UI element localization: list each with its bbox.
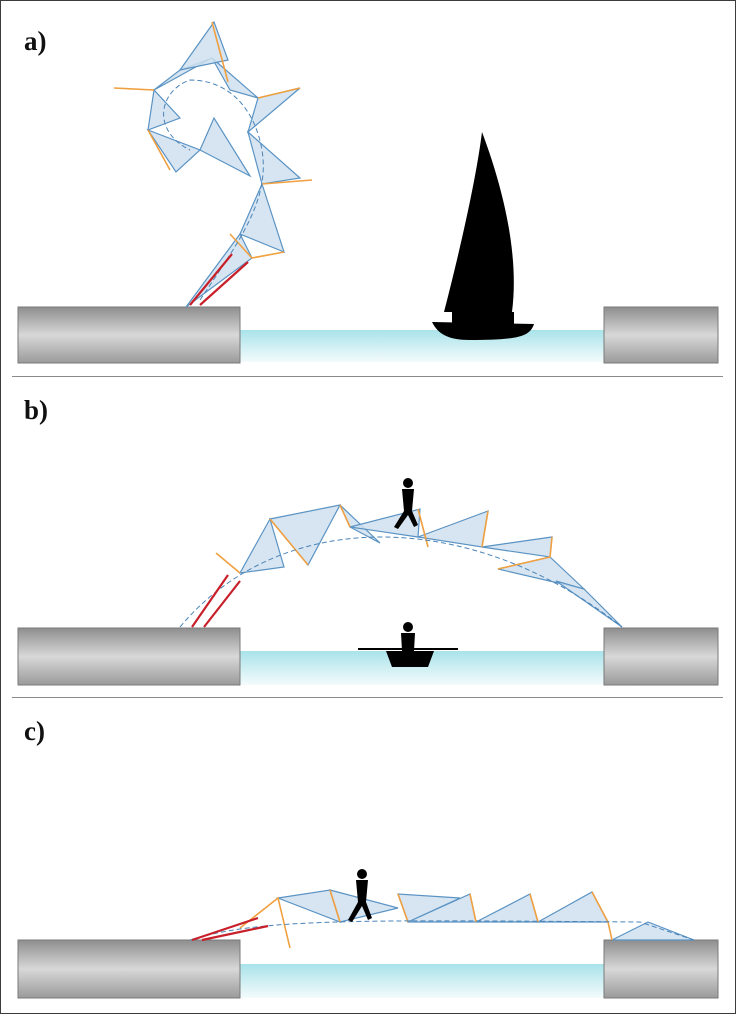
panel-label-a: a) [24,26,47,56]
hinge-link [529,893,539,923]
divider-1 [12,376,723,377]
pedestrian-silhouette [394,478,418,529]
deck-path [163,79,264,301]
hinges [113,21,313,259]
actuator [191,916,269,942]
hinges [215,504,553,574]
legs [348,902,372,922]
hinge-link [239,896,291,949]
hinge-link [469,893,477,923]
hinge-link [269,518,309,566]
panel-label-c: c) [24,716,45,746]
legs [394,511,418,529]
panel-a-illustration [17,20,719,364]
actuator-cylinder [203,580,241,628]
hinge-link [147,129,171,171]
left-abutment [17,627,241,686]
cabin [452,312,514,324]
deck-path [179,536,623,628]
left-abutment [17,306,241,364]
hinge-link [481,510,489,548]
hinge-link [113,87,155,91]
hinge-link [339,504,351,528]
panel-label-b: b) [24,395,49,425]
panel-b: b) [0,377,736,697]
panel-a: a) [0,0,736,376]
hinge-link [261,179,313,185]
head [357,869,367,879]
actuator [191,574,241,628]
actuator-cylinder [191,574,229,628]
flat-bridge [275,889,695,941]
rower-head [403,622,413,632]
hinge-link [329,889,341,923]
hinge-link [417,508,429,548]
bridge-panel [415,510,489,548]
water [240,964,604,998]
bridge-panel [535,891,609,923]
rower-body [401,633,415,651]
bridge-panel [239,182,285,254]
hull [432,322,534,340]
water [240,330,604,362]
bridge-panel [246,130,302,185]
panel-c-illustration [17,869,719,999]
panel-c: c) [0,698,736,1012]
bridge-panel [178,20,229,71]
hinge-link [397,893,409,923]
bridge-panel [475,893,539,923]
bridge-panel [555,580,623,628]
bridge-panel [199,116,252,178]
right-abutment [603,627,719,686]
bridge-panel [147,88,182,131]
panel-b-illustration [17,478,719,686]
divider-2 [12,697,723,698]
bridge-panel [238,517,285,574]
left-abutment [17,939,241,999]
actuator [189,253,249,306]
bridge-panel [497,556,587,591]
hinge-link [257,87,301,99]
bridge-panel [481,536,553,558]
bridge-panel [611,921,695,941]
actuator-cylinder [189,253,233,306]
torso [402,489,414,511]
right-abutment [603,306,719,364]
hinge-link [497,536,553,570]
pedestrian-silhouette [348,869,372,922]
arched-bridge [238,504,623,628]
right-abutment [603,939,719,999]
rowboat-silhouette [358,622,458,667]
deck-path [189,920,695,941]
sail [444,132,514,312]
actuator-cylinder [201,924,269,942]
sailboat-silhouette [432,132,534,340]
hull [386,651,434,667]
bridge-panel [211,57,259,99]
hinge-link [215,552,241,574]
hinge-link [211,21,229,83]
torso [356,880,368,902]
actuator-cylinder [191,916,259,942]
bridge-panel [146,128,202,173]
actuator-cylinder [199,261,249,306]
head [403,478,413,488]
